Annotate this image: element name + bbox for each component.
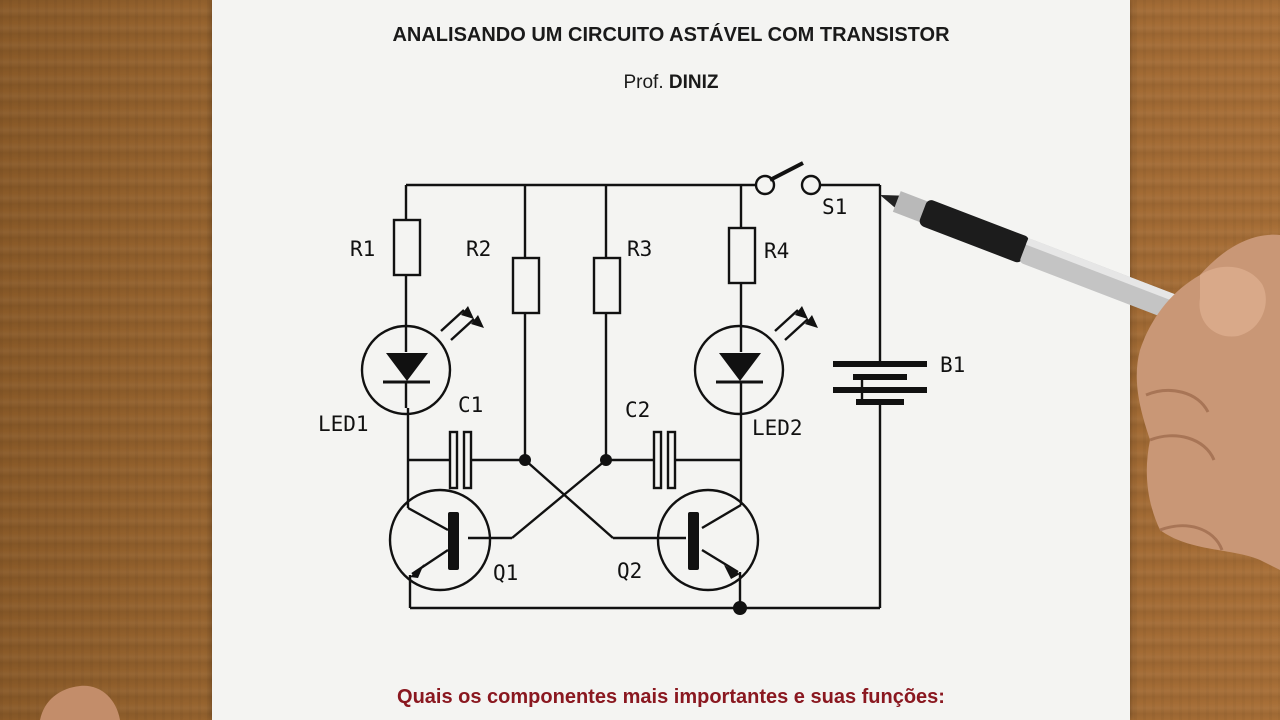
author-line: Prof. DINIZ xyxy=(212,72,1130,94)
cross-wire-to-q1-base xyxy=(511,459,607,539)
capacitor-c2-plate-b xyxy=(666,430,677,490)
label-q2: Q2 xyxy=(617,559,642,583)
junction-r2-c1 xyxy=(519,454,531,466)
led2-emission-arrow-b xyxy=(805,315,818,328)
transistor-q1-circle xyxy=(388,488,492,592)
battery-b1-plate-long-1 xyxy=(833,361,927,367)
junction-r3-c2 xyxy=(600,454,612,466)
label-c2: C2 xyxy=(625,398,650,422)
label-s1: S1 xyxy=(822,195,847,219)
label-r3: R3 xyxy=(627,237,652,261)
author-prefix: Prof. xyxy=(623,72,664,93)
switch-s1-right-contact xyxy=(800,174,822,196)
label-led1: LED1 xyxy=(318,412,369,436)
label-q1: Q1 xyxy=(493,561,518,585)
battery-b1-plate-long-2 xyxy=(833,387,927,393)
question-text: Quais os componentes mais importantes e … xyxy=(397,686,945,708)
battery-b1-plate-short-1 xyxy=(853,374,907,380)
led1-diode-triangle xyxy=(386,353,428,381)
label-r4: R4 xyxy=(764,239,789,263)
paper-sheet: ANALISANDO UM CIRCUITO ASTÁVEL COM TRANS… xyxy=(212,0,1130,720)
led2-emission-arrow-a xyxy=(795,306,808,319)
label-r2: R2 xyxy=(466,237,491,261)
page-title: ANALISANDO UM CIRCUITO ASTÁVEL COM TRANS… xyxy=(392,24,950,46)
led1-emission-arrow-a xyxy=(461,306,474,319)
switch-s1-lever xyxy=(769,161,804,182)
label-led2: LED2 xyxy=(752,416,803,440)
label-b1: B1 xyxy=(940,353,965,377)
cross-wire-to-q2-base xyxy=(524,459,614,539)
transistor-q2-circle xyxy=(656,488,760,592)
led1-emission-arrow-b xyxy=(471,315,484,328)
transistor-q2-emitter-arrow xyxy=(724,565,740,579)
junction-ground xyxy=(733,601,747,615)
battery-b1-plate-short-2 xyxy=(856,399,904,405)
capacitor-c1-plate-a xyxy=(448,430,459,490)
switch-s1-left-contact xyxy=(754,174,776,196)
capacitor-c2-plate-a xyxy=(652,430,663,490)
transistor-q1-emitter-arrow xyxy=(410,564,424,578)
transistor-q1-base-bar xyxy=(448,512,459,570)
led1-circle xyxy=(360,324,452,416)
capacitor-c1-plate-b xyxy=(462,430,473,490)
label-c1: C1 xyxy=(458,393,483,417)
transistor-q2-base-bar xyxy=(688,512,699,570)
led2-diode-triangle xyxy=(719,353,761,381)
author-name: DINIZ xyxy=(668,72,719,93)
label-r1: R1 xyxy=(350,237,375,261)
led2-circle xyxy=(693,324,785,416)
